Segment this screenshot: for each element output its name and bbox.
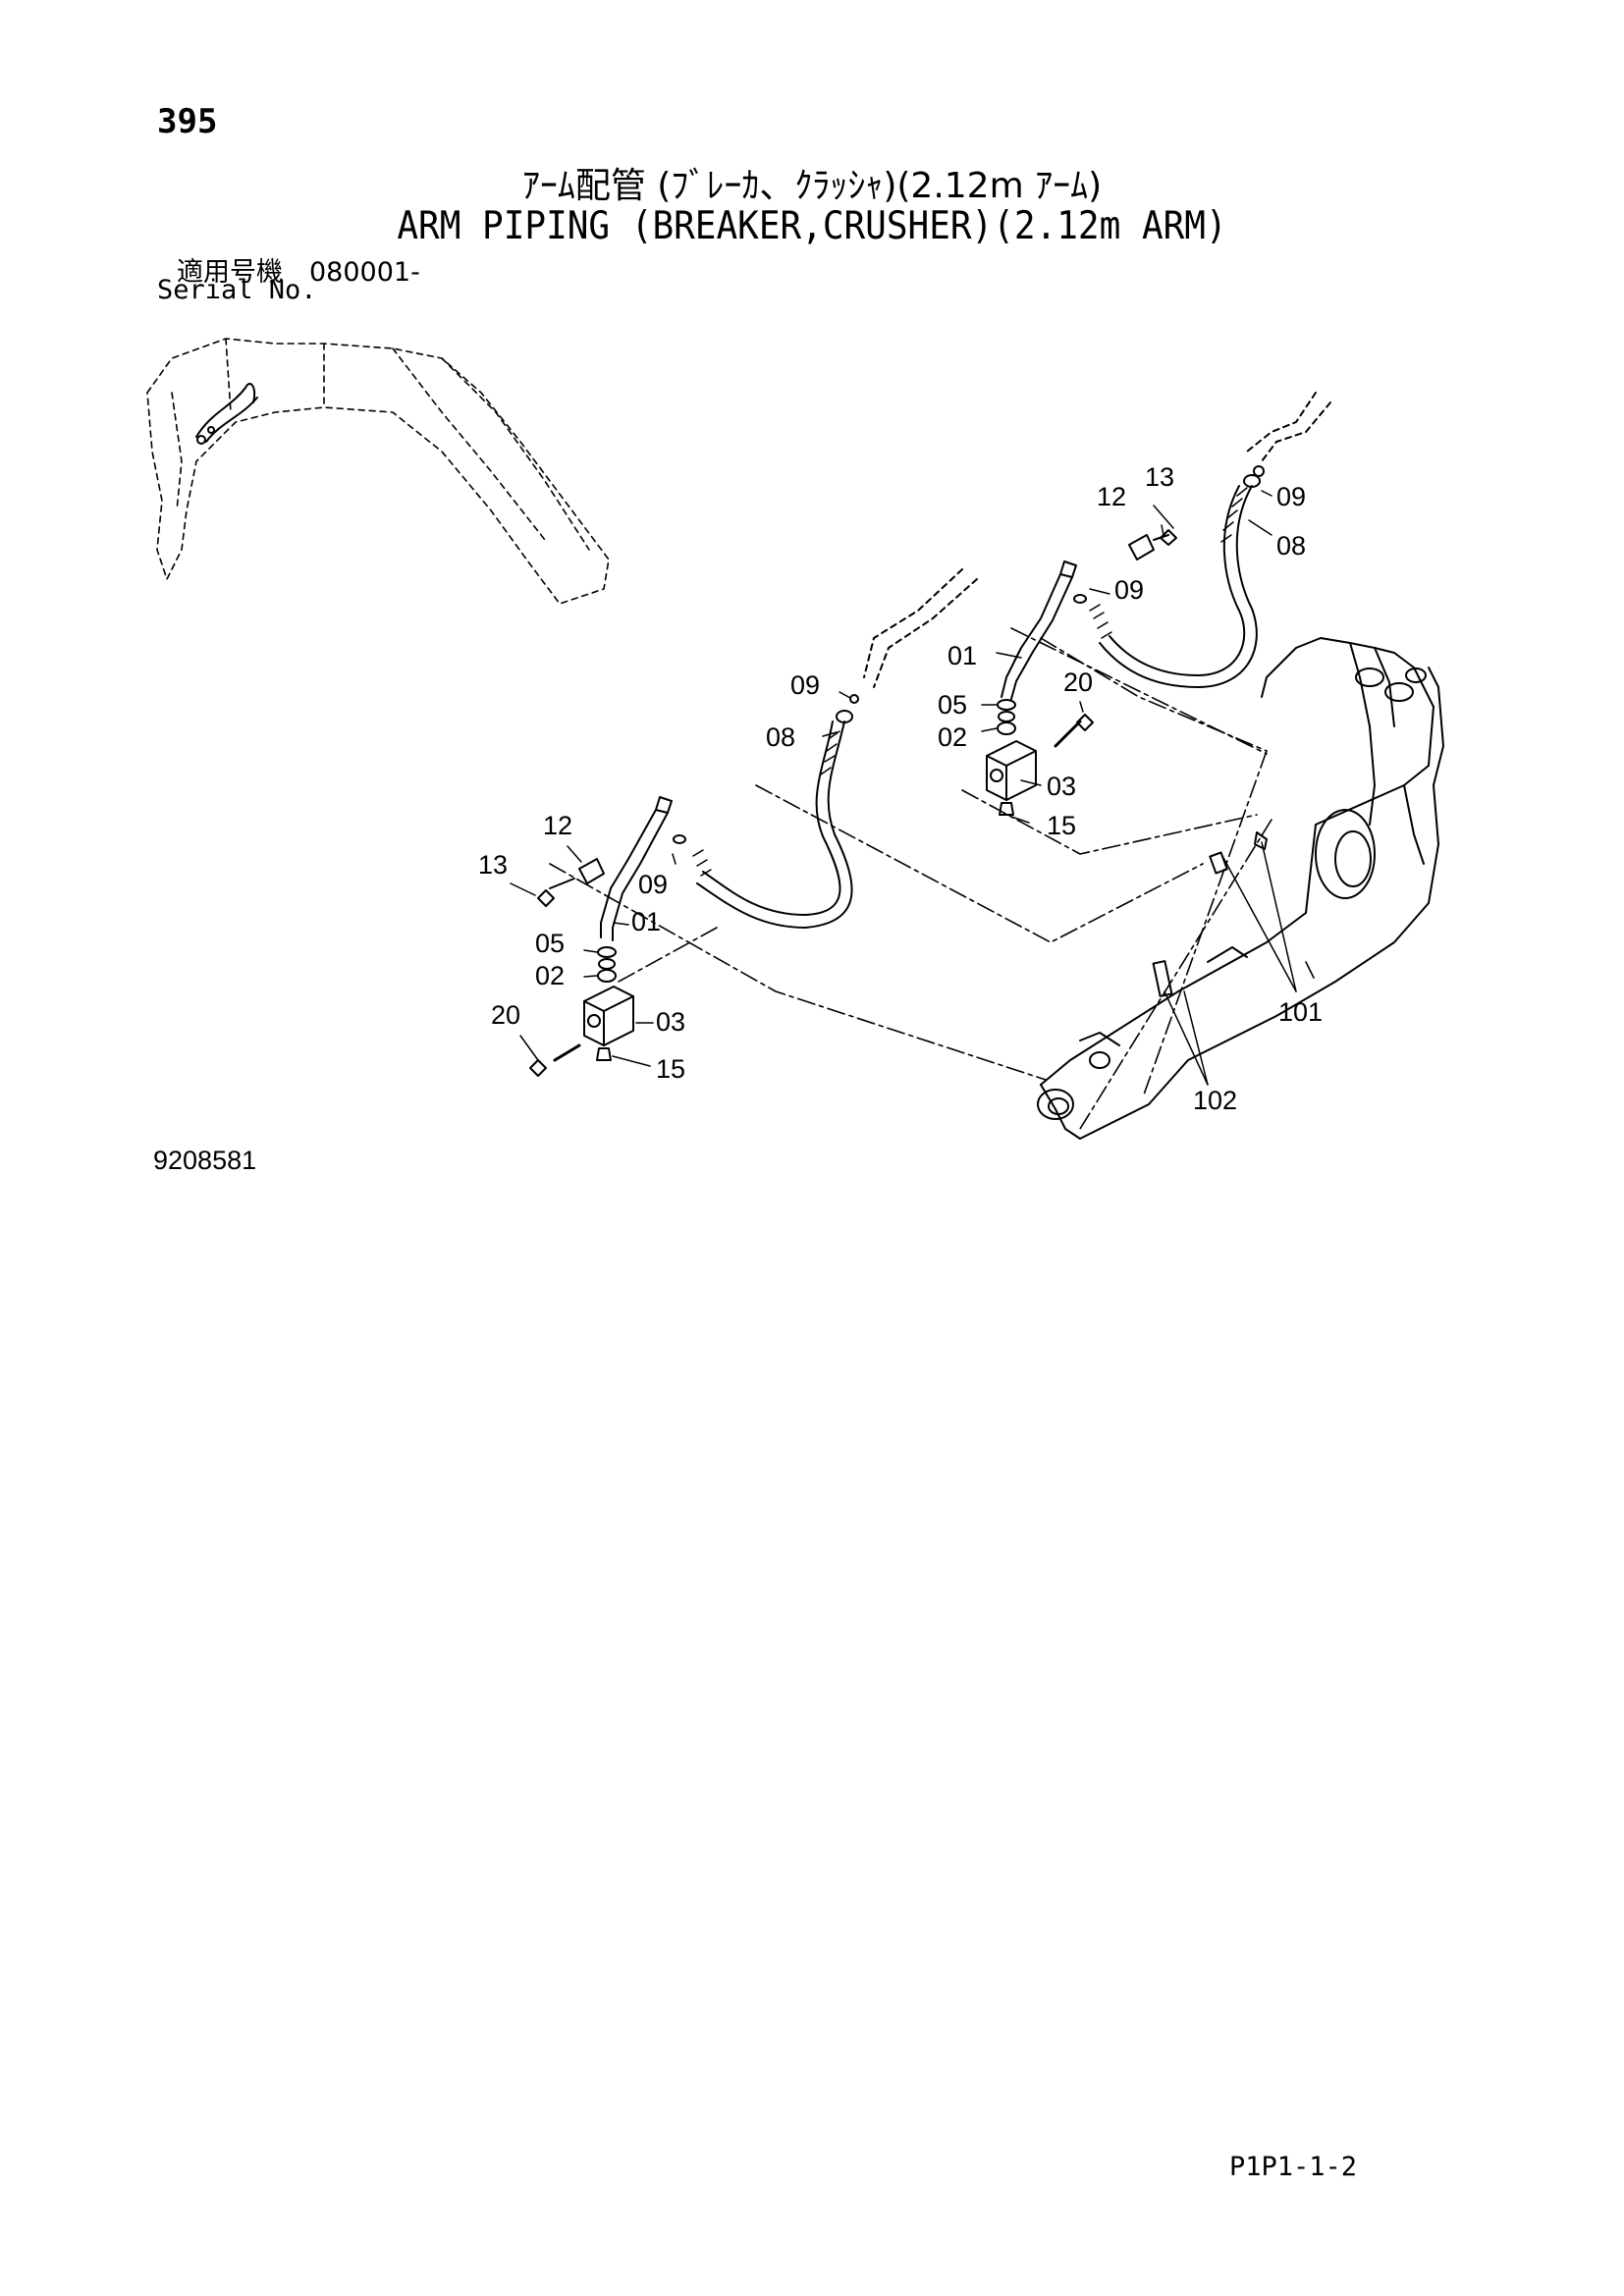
callout-05-lower: 05 — [535, 929, 565, 958]
callout-09-mid: 09 — [1114, 575, 1144, 605]
arm-overview-piping — [195, 383, 258, 445]
callout-01-lower: 01 — [631, 907, 661, 936]
callout-102: 102 — [1193, 1086, 1237, 1115]
upper-pipe-assembly — [863, 392, 1331, 816]
callout-09-top: 09 — [1276, 482, 1306, 511]
callout-15-mid: 15 — [1047, 811, 1076, 840]
callout-02-mid: 02 — [938, 722, 967, 752]
callout-08-top: 08 — [1276, 531, 1306, 561]
callout-13-upper: 13 — [1145, 462, 1174, 492]
callout-08-left: 08 — [766, 722, 795, 752]
callout-03-lower: 03 — [656, 1007, 685, 1037]
arm-body — [1037, 637, 1444, 1140]
callout-13-lower: 13 — [478, 850, 508, 880]
callout-05-mid: 05 — [938, 690, 967, 720]
callout-12-upper: 12 — [1097, 482, 1126, 511]
callout-03-mid: 03 — [1047, 772, 1076, 801]
left-pipe-assembly — [529, 694, 859, 1077]
serial-label-english: Serial No. — [157, 275, 317, 305]
callout-01-mid: 01 — [947, 641, 977, 670]
callout-labels: 13 12 09 08 09 01 20 05 02 03 15 09 08 1… — [478, 462, 1323, 1115]
callout-101: 101 — [1278, 997, 1323, 1027]
page-number: 395 — [157, 102, 218, 141]
title-english: ARM PIPING (BREAKER,CRUSHER)(2.12m ARM) — [397, 203, 1227, 249]
callout-20-lower: 20 — [491, 1000, 520, 1030]
callout-09-left: 09 — [790, 670, 820, 700]
callout-15-lower: 15 — [656, 1054, 685, 1084]
page-code: P1P1-1-2 — [1229, 2152, 1358, 2182]
title-japanese: ｱｰﾑ配管 (ﾌﾞﾚｰｶ、ｸﾗｯｼｬ)(2.12m ｱｰﾑ) — [521, 166, 1103, 206]
arm-overview-thumbnail — [146, 338, 610, 605]
callout-02-lower: 02 — [535, 961, 565, 990]
serial-label-japanese: 適用号機 080001- — [177, 257, 420, 288]
alignment-lines — [549, 627, 1317, 1130]
leader-lines — [510, 490, 1297, 1086]
callout-09-lower: 09 — [638, 870, 668, 899]
callout-20-mid: 20 — [1063, 667, 1093, 697]
callout-12-lower: 12 — [543, 811, 572, 840]
drawing-id: 9208581 — [153, 1146, 257, 1175]
